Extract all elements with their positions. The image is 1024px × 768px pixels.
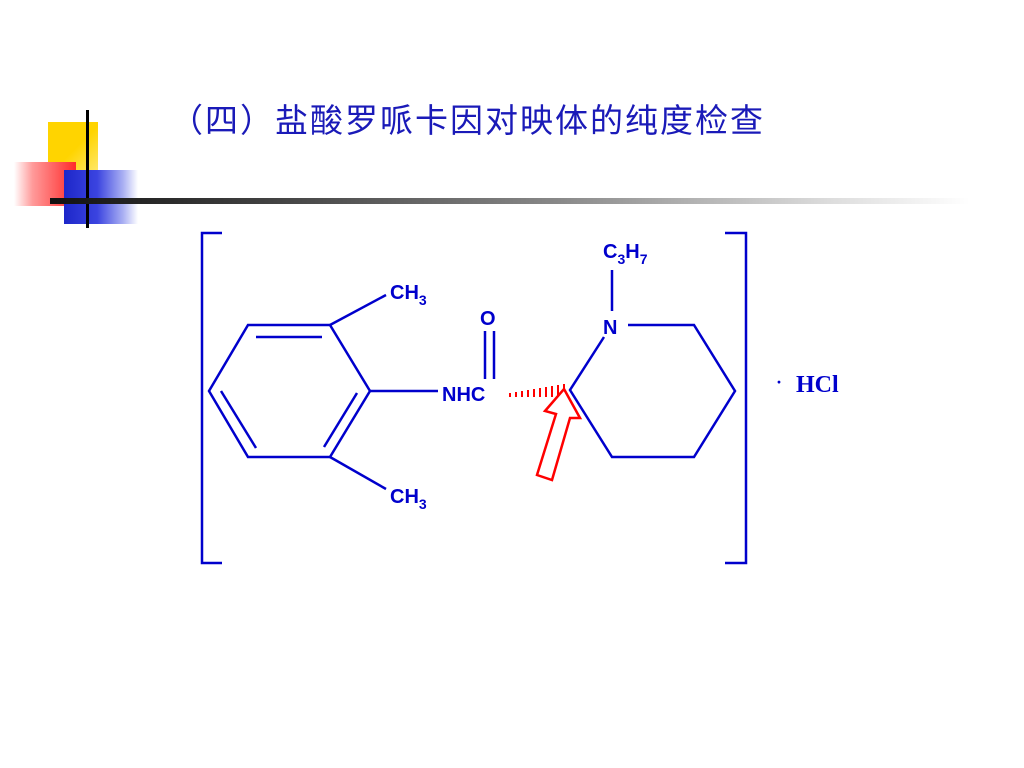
- decor-vertical-line: [86, 110, 89, 228]
- methyl-top-label: CH3: [390, 282, 427, 308]
- methyl-top-bond: [329, 293, 387, 327]
- propyl-label: C3H7: [603, 241, 648, 267]
- structure-bonds: [200, 231, 748, 565]
- chiral-center-arrow-icon: [535, 386, 583, 482]
- decor-blue-square: [64, 170, 138, 224]
- ring-nitrogen-label: N: [603, 317, 617, 339]
- piperidine-ring: [568, 323, 737, 459]
- decor-horizontal-rule: [50, 198, 970, 204]
- slide-title: （四）盐酸罗哌卡因对映体的纯度检查: [170, 101, 765, 140]
- hcl-label: HCl: [796, 372, 839, 398]
- benzene-double-bond-right: [322, 392, 359, 448]
- amide-label: NHC: [442, 384, 485, 406]
- salt-dot: ·: [776, 372, 782, 392]
- methyl-bottom-label: CH3: [390, 486, 427, 512]
- carbonyl-oxygen-label: O: [480, 308, 496, 330]
- benzene-double-bond-left: [219, 390, 258, 449]
- methyl-bottom-bond: [329, 455, 387, 491]
- right-bracket: [725, 231, 748, 565]
- stereo-hash-bond: [509, 384, 565, 397]
- left-bracket: [200, 231, 222, 565]
- benzene-ring: [207, 323, 372, 459]
